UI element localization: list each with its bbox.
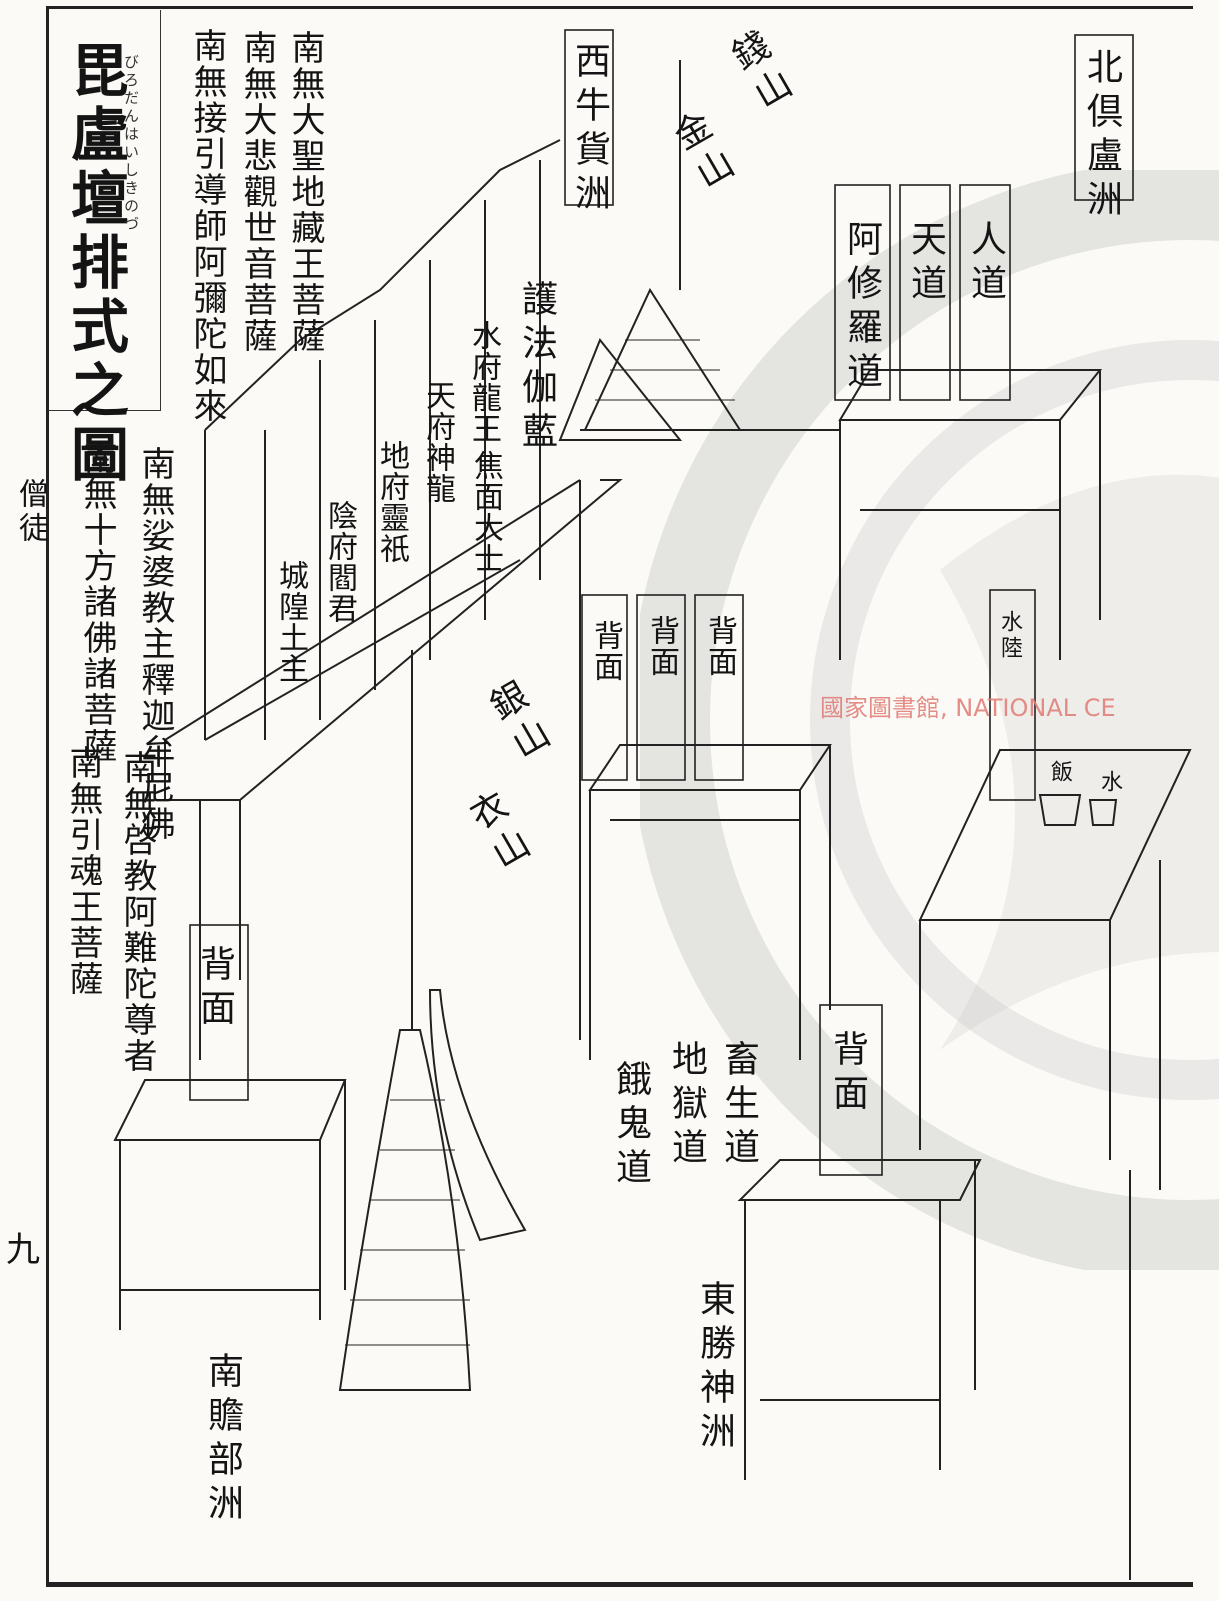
label-south: 南贍部洲 xyxy=(202,1352,243,1528)
bottom-right-table xyxy=(737,1159,982,1480)
label-hell-realm: 地獄道 xyxy=(666,1040,707,1172)
invocation-soul-guide: 南無引魂王菩薩 xyxy=(63,745,103,997)
label-hungry-ghost-realm: 餓鬼道 xyxy=(610,1060,651,1192)
invocation-amitabha: 南無接引導師阿彌陀如來 xyxy=(187,28,227,424)
side-label: 僧徒 xyxy=(13,478,48,546)
tablet-heaven: 天道 xyxy=(905,220,946,308)
left-small-table xyxy=(113,1079,347,1330)
tablet-hufa: 護法伽藍 xyxy=(516,280,557,456)
library-watermark: 國家圖書館, NATIONAL CE xyxy=(820,694,1116,722)
label-rice: 飯 xyxy=(1047,760,1072,786)
offering-bowls xyxy=(1038,794,1118,826)
tablet-longwang: 水府龍王 xyxy=(466,320,501,444)
money-mountain-cones xyxy=(338,60,742,1391)
tablet-beimian-bottom: 背面 xyxy=(827,1030,868,1118)
upper-right-table xyxy=(580,369,1103,660)
title-box xyxy=(48,10,161,411)
tablet-beimian-b: 背面 xyxy=(644,615,679,677)
invocation-guanyin: 南無大悲觀世音菩薩 xyxy=(237,30,277,354)
label-east: 東勝神洲 xyxy=(694,1280,735,1456)
tablet-asura: 阿修羅道 xyxy=(841,220,882,396)
tablet-shuilu: 水陸 xyxy=(997,610,1022,662)
tablet-beimian-a: 背面 xyxy=(588,620,623,682)
right-lower-table xyxy=(918,749,1192,1580)
tablet-shenlong: 天府神龍 xyxy=(420,380,455,504)
title-ruby: びろだんはいしきのづ xyxy=(122,54,140,234)
tablet-mianran: 焦面大士 xyxy=(468,450,503,574)
tablet-beimian-c: 背面 xyxy=(702,615,737,677)
library-seal xyxy=(640,170,1219,1270)
tablet-human: 人道 xyxy=(965,220,1006,308)
tablet-chenghuang: 城隍土主 xyxy=(273,560,308,684)
label-water: 水 xyxy=(1097,770,1122,796)
back-tablet-row xyxy=(204,139,561,741)
invocation-all-buddhas: 南無十方諸佛諸菩薩 xyxy=(77,440,117,764)
tablet-outlines xyxy=(189,29,1134,1176)
invocation-dizang: 南無大聖地藏王菩薩 xyxy=(285,30,325,354)
folio-number: 九 xyxy=(6,1230,40,1270)
tablet-west: 西牛貨洲 xyxy=(569,42,610,218)
invocation-ananda: 南無啓教阿難陀尊者 xyxy=(117,750,157,1074)
tablet-north: 北倶盧洲 xyxy=(1081,48,1122,224)
page-title: 毘盧壇排式之圖 xyxy=(61,40,129,488)
middle-table xyxy=(588,744,832,1060)
tablet-yanjun: 陰府閻君 xyxy=(322,500,357,624)
invocation-shakyamuni: 南無娑婆教主釋迦牟尼佛 xyxy=(135,446,175,842)
page-border xyxy=(46,6,1193,1587)
tablet-beimian-left: 背面 xyxy=(194,945,235,1033)
label-animal-realm: 畜生道 xyxy=(718,1040,759,1172)
tablet-dizang-ling: 地府靈祇 xyxy=(374,440,409,564)
long-bench xyxy=(164,479,623,1060)
